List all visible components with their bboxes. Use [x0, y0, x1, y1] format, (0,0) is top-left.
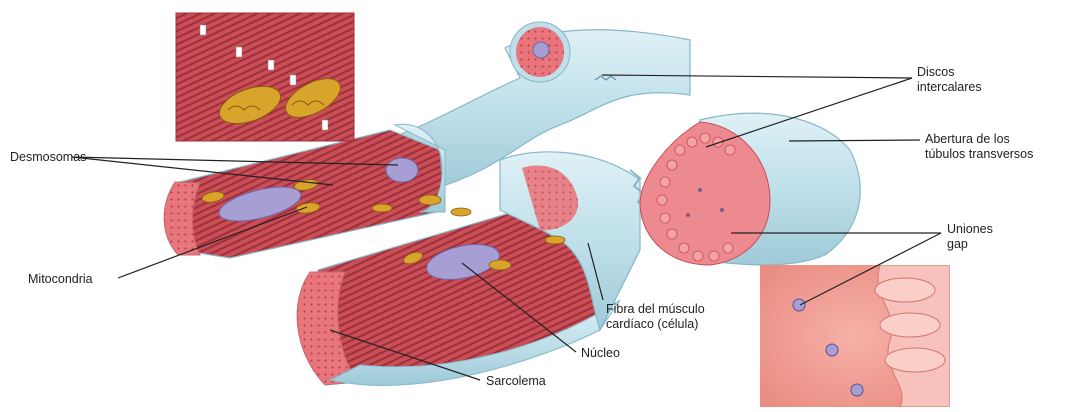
- label-uniones-gap: Uniones gap: [947, 222, 993, 252]
- label-fibra-line-2: cardíaco (célula): [606, 317, 705, 332]
- label-uniones-line-1: Uniones: [947, 222, 993, 237]
- mitochondria-inset: [176, 13, 354, 141]
- label-fibra-line-1: Fibra del músculo: [606, 302, 705, 317]
- label-abertura-line-2: túbulos transversos: [925, 147, 1033, 162]
- label-sarcolema: Sarcolema: [486, 374, 546, 389]
- label-fibra-musculo-cardiaco: Fibra del músculo cardíaco (célula): [606, 302, 705, 332]
- label-desmosomas: Desmosomas: [10, 150, 86, 165]
- label-mitocondria: Mitocondria: [28, 272, 93, 287]
- label-nucleo: Núcleo: [581, 346, 620, 361]
- right-fiber: [640, 113, 860, 265]
- label-discos-line-2: intercalares: [917, 80, 982, 95]
- gap-junction-inset: [760, 265, 950, 407]
- back-fiber: [164, 124, 445, 258]
- label-abertura-tubulos: Abertura de los túbulos transversos: [925, 132, 1033, 162]
- label-discos-line-1: Discos: [917, 65, 982, 80]
- label-abertura-line-1: Abertura de los: [925, 132, 1033, 147]
- label-discos-intercalares: Discos intercalares: [917, 65, 982, 95]
- label-uniones-line-2: gap: [947, 237, 993, 252]
